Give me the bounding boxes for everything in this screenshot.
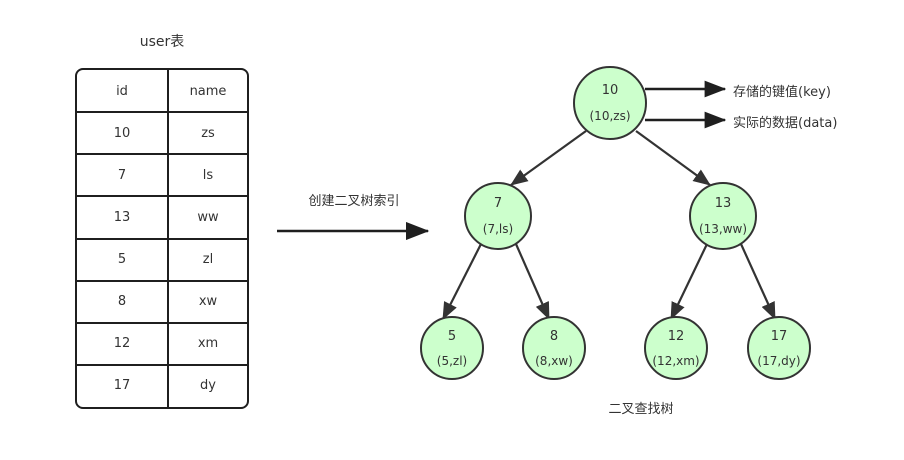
node-value: (13,ww): [698, 222, 748, 236]
cell-id: 13: [113, 209, 131, 225]
tree-node-7: 7 (7,ls): [464, 182, 532, 250]
table-header-row: id name: [77, 70, 247, 113]
tree-node-5: 5 (5,zl): [420, 316, 484, 380]
table-row: 10 zs: [75, 111, 249, 155]
user-table: id name 10 zs 7 ls 13 ww 5 zl 8 xw 12 xm: [75, 68, 249, 409]
edge-13-to-12: [670, 243, 708, 320]
annotation-data-label: 实际的数据(data): [733, 116, 838, 131]
tree-node-root: 10 (10,zs): [573, 66, 647, 140]
cell-name: xm: [167, 322, 247, 365]
cell-id: 17: [113, 378, 131, 394]
node-key: 12: [667, 328, 685, 344]
node-key: 5: [447, 328, 457, 344]
node-value: (8,xw): [535, 353, 573, 368]
node-value: (5,zl): [436, 353, 468, 368]
table-row: 13 ww: [75, 195, 249, 239]
cell-name: zs: [167, 112, 247, 155]
column-header-name: name: [167, 70, 247, 113]
cell-name: xw: [167, 280, 247, 323]
column-header-id: id: [116, 83, 128, 99]
cell-id: 7: [117, 167, 127, 183]
cell-name: ls: [167, 154, 247, 197]
cell-id: 12: [113, 336, 131, 352]
table-row: 17 dy: [75, 363, 249, 407]
node-value: (12,xm): [652, 353, 700, 368]
edge-7-to-8: [514, 243, 551, 321]
annotation-key-label: 存储的键值(key): [733, 85, 831, 100]
node-key: 13: [714, 196, 732, 211]
tree-node-17: 17 (17,dy): [747, 316, 811, 380]
tree-node-13: 13 (13,ww): [689, 182, 757, 250]
table-title: user表: [139, 34, 185, 50]
table-row: 8 xw: [75, 279, 249, 323]
node-key: 17: [770, 328, 788, 344]
node-value: (17,dy): [757, 353, 801, 368]
cell-id: 8: [117, 294, 127, 310]
tree-caption: 二叉查找树: [608, 402, 674, 417]
tree-node-12: 12 (12,xm): [644, 316, 708, 380]
edge-7-to-5: [442, 243, 482, 320]
node-value: (7,ls): [482, 222, 514, 236]
cell-name: zl: [167, 238, 247, 281]
cell-name: ww: [167, 196, 247, 239]
node-key: 7: [493, 196, 503, 211]
edge-root-to-13: [635, 130, 711, 186]
cell-name: dy: [167, 364, 247, 407]
node-value: (10,zs): [589, 109, 631, 123]
transform-arrow-label: 创建二叉树索引: [308, 194, 400, 209]
edge-13-to-17: [739, 243, 777, 321]
cell-id: 10: [113, 125, 131, 141]
tree-node-8: 8 (8,xw): [522, 316, 586, 380]
table-row: 5 zl: [75, 237, 249, 281]
cell-id: 5: [117, 252, 127, 268]
edge-root-to-7: [510, 130, 587, 186]
table-row: 7 ls: [75, 153, 249, 197]
table-row: 12 xm: [75, 321, 249, 365]
node-key: 8: [549, 328, 559, 344]
node-key: 10: [601, 83, 619, 98]
